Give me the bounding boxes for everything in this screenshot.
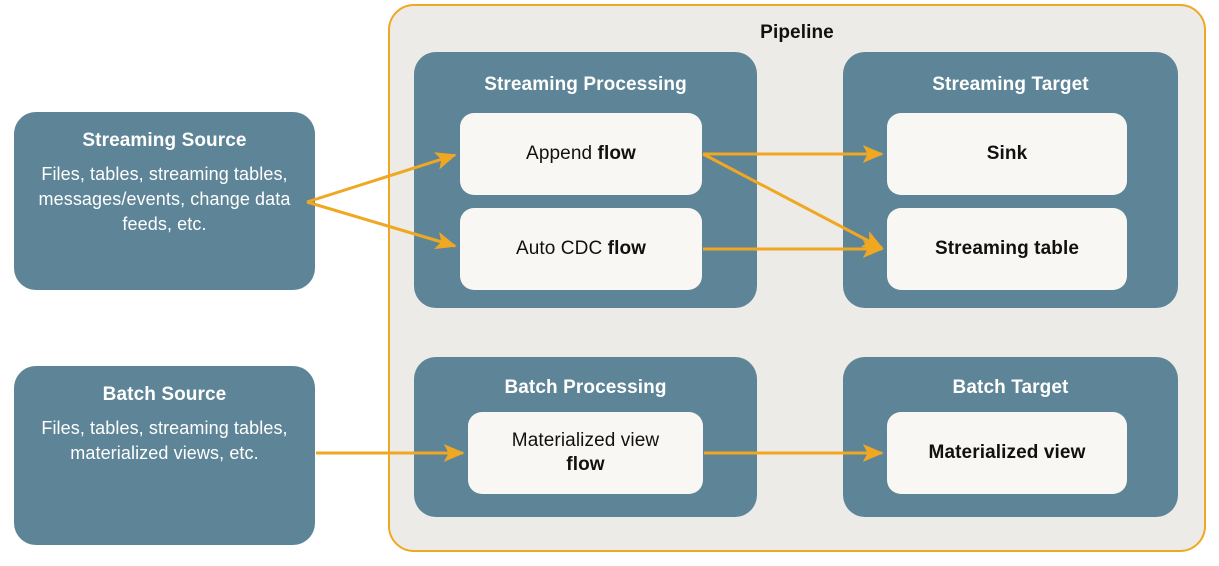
streaming-source-description: Files, tables, streaming tables, message…	[38, 164, 291, 235]
batch-source-box[interactable]: Batch Source Files, tables, streaming ta…	[14, 366, 315, 545]
streaming-source-title: Streaming Source	[82, 130, 247, 151]
append-flow-label: Append flow	[526, 142, 636, 164]
streaming-source-box[interactable]: Streaming Source Files, tables, streamin…	[14, 112, 315, 290]
sink-label: Sink	[986, 142, 1028, 164]
materialized-view-card[interactable]: Materialized view	[887, 412, 1127, 494]
batch-source-description: Files, tables, streaming tables, materia…	[41, 418, 288, 464]
pipeline-title: Pipeline	[760, 22, 834, 43]
append-flow-card[interactable]: Append flow	[460, 113, 702, 195]
streaming-table-label: Streaming table	[934, 237, 1080, 259]
auto-cdc-flow-label: Auto CDC flow	[515, 237, 647, 259]
streaming-table-card[interactable]: Streaming table	[887, 208, 1127, 290]
batch-target-title: Batch Target	[952, 377, 1069, 398]
materialized-view-label: Materialized view	[928, 441, 1086, 463]
batch-source-title: Batch Source	[102, 384, 227, 405]
streaming-processing-title: Streaming Processing	[484, 74, 687, 95]
sink-card[interactable]: Sink	[887, 113, 1127, 195]
auto-cdc-flow-card[interactable]: Auto CDC flow	[460, 208, 702, 290]
batch-processing-title: Batch Processing	[504, 377, 667, 398]
streaming-target-title: Streaming Target	[932, 74, 1089, 95]
